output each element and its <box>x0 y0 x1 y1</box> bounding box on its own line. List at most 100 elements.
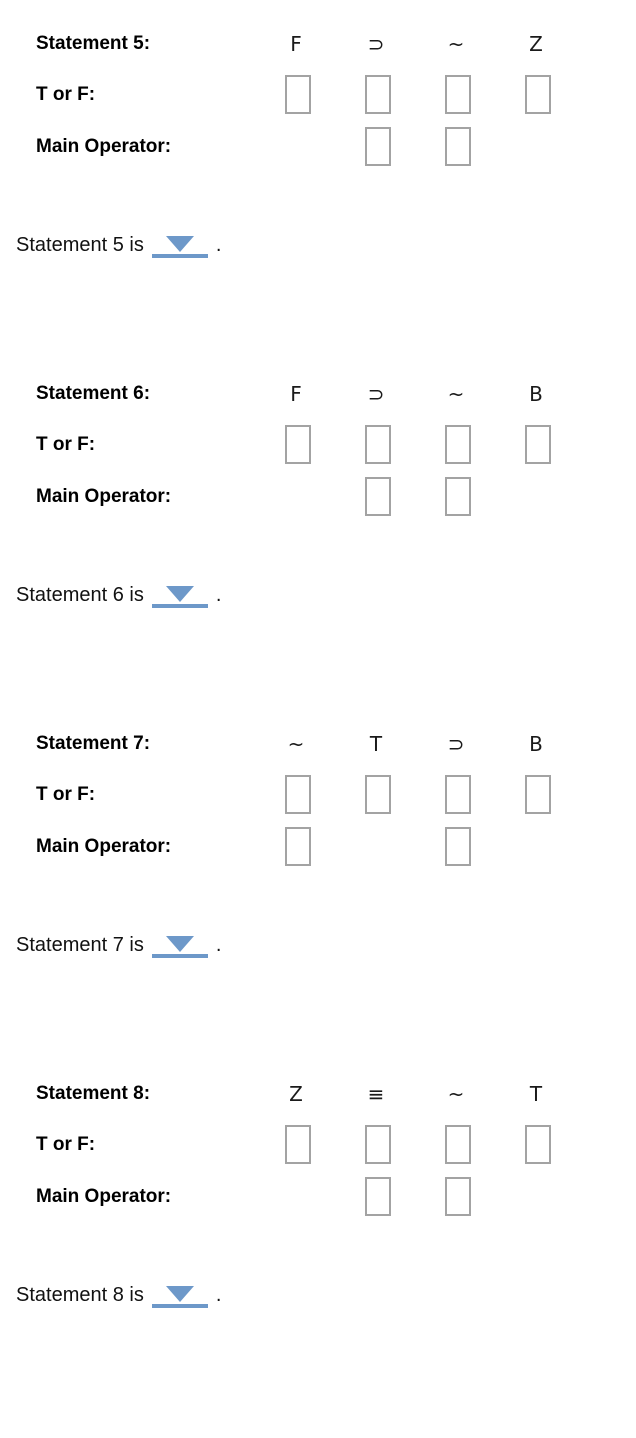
statement-conclusion-prefix: Statement 8 is <box>16 1284 144 1306</box>
main-operator-input[interactable] <box>445 1177 471 1216</box>
formula-symbol: ⊃ <box>436 734 476 756</box>
statement-conclusion-prefix: Statement 6 is <box>16 584 144 606</box>
truth-value-input[interactable] <box>285 1125 311 1164</box>
formula-symbol-text: T <box>369 732 383 756</box>
formula-symbol: T <box>516 1084 556 1106</box>
formula-symbol-text: Z <box>529 32 543 56</box>
truth-value-input[interactable] <box>445 75 471 114</box>
main-operator-input[interactable] <box>365 477 391 516</box>
truth-value-input[interactable] <box>445 1125 471 1164</box>
formula-symbol: Z <box>276 1084 316 1106</box>
chevron-down-icon[interactable] <box>165 936 194 952</box>
formula-symbol-text: Z <box>289 1082 303 1106</box>
chevron-down-icon[interactable] <box>165 236 194 252</box>
select-underline <box>151 604 208 608</box>
main-operator-input[interactable] <box>365 1177 391 1216</box>
statement-conclusion-prefix: Statement 7 is <box>16 934 144 956</box>
formula-symbol-text: F <box>290 32 302 56</box>
formula-symbol-text: ~ <box>447 382 465 406</box>
formula-symbol-text: ⊃ <box>367 32 385 56</box>
statement-title: Statement 8: <box>36 1083 151 1104</box>
truth-value-input[interactable] <box>525 75 551 114</box>
formula-symbol-text: ⊃ <box>367 382 385 406</box>
truth-value-input[interactable] <box>365 75 391 114</box>
statement-grid: Statement 5: T or F: Main Operator: F ⊃ ~ Z <box>0 0 636 200</box>
statement-conclusion-suffix: . <box>215 584 222 606</box>
statement-conclusion-prefix: Statement 5 is <box>16 234 144 256</box>
statement-conclusion: Statement 5 is. <box>16 232 221 258</box>
formula-symbol: ~ <box>436 384 476 406</box>
statement-validity-select[interactable] <box>151 582 208 608</box>
truth-value-input[interactable] <box>365 1125 391 1164</box>
formula-symbol: B <box>516 734 556 756</box>
truth-value-input[interactable] <box>445 425 471 464</box>
formula-symbol: ⊃ <box>356 384 396 406</box>
statement-conclusion-suffix: . <box>215 234 222 256</box>
formula-symbol-text: B <box>529 382 543 406</box>
formula-symbol-text: ≡ <box>367 1082 385 1106</box>
truth-value-input[interactable] <box>365 425 391 464</box>
truth-value-input[interactable] <box>525 775 551 814</box>
formula-symbol-text: ~ <box>447 32 465 56</box>
statement-title: Statement 6: <box>36 383 151 404</box>
truth-value-input[interactable] <box>445 775 471 814</box>
formula-symbol-text: T <box>529 1082 543 1106</box>
main-operator-input[interactable] <box>445 127 471 166</box>
formula-symbol-text: F <box>290 382 302 406</box>
formula-symbol-text: ⊃ <box>447 732 465 756</box>
row-label-t-or-f: T or F: <box>36 84 96 105</box>
main-operator-input[interactable] <box>285 827 311 866</box>
formula-symbol-text: ~ <box>447 1082 465 1106</box>
select-underline <box>151 954 208 958</box>
row-label-main-operator: Main Operator: <box>36 836 172 857</box>
chevron-down-icon[interactable] <box>165 1286 194 1302</box>
formula-symbol: F <box>276 34 316 56</box>
main-operator-input[interactable] <box>365 127 391 166</box>
statement-validity-select[interactable] <box>151 1282 208 1308</box>
select-underline <box>151 254 208 258</box>
select-underline <box>151 1304 208 1308</box>
statement-title: Statement 5: <box>36 33 151 54</box>
chevron-down-icon[interactable] <box>165 586 194 602</box>
formula-symbol: ⊃ <box>356 34 396 56</box>
statement-conclusion: Statement 6 is. <box>16 582 221 608</box>
formula-symbol: ~ <box>436 34 476 56</box>
statement-grid: Statement 8: T or F: Main Operator: Z ≡ ~ T <box>0 1050 636 1250</box>
statement-grid: Statement 7: T or F: Main Operator: ~ T ⊃ B <box>0 700 636 900</box>
formula-symbol: Z <box>516 34 556 56</box>
statement-title: Statement 7: <box>36 733 151 754</box>
statement-validity-select[interactable] <box>151 232 208 258</box>
truth-value-input[interactable] <box>525 1125 551 1164</box>
row-label-main-operator: Main Operator: <box>36 1186 172 1207</box>
truth-value-input[interactable] <box>285 425 311 464</box>
main-operator-input[interactable] <box>445 827 471 866</box>
statement-grid: Statement 6: T or F: Main Operator: F ⊃ ~ B <box>0 350 636 550</box>
row-label-t-or-f: T or F: <box>36 434 96 455</box>
formula-symbol: T <box>356 734 396 756</box>
row-label-t-or-f: T or F: <box>36 784 96 805</box>
statement-conclusion-suffix: . <box>215 934 222 956</box>
statement-validity-select[interactable] <box>151 932 208 958</box>
truth-value-input[interactable] <box>285 75 311 114</box>
row-label-main-operator: Main Operator: <box>36 486 172 507</box>
truth-value-input[interactable] <box>365 775 391 814</box>
formula-symbol: B <box>516 384 556 406</box>
main-operator-input[interactable] <box>445 477 471 516</box>
truth-value-input[interactable] <box>285 775 311 814</box>
statement-conclusion: Statement 7 is. <box>16 932 221 958</box>
row-label-t-or-f: T or F: <box>36 1134 96 1155</box>
truth-value-input[interactable] <box>525 425 551 464</box>
formula-symbol: ~ <box>276 734 316 756</box>
formula-symbol: ≡ <box>356 1084 396 1106</box>
formula-symbol: ~ <box>436 1084 476 1106</box>
formula-symbol-text: ~ <box>287 732 305 756</box>
formula-symbol-text: B <box>529 732 543 756</box>
row-label-main-operator: Main Operator: <box>36 136 172 157</box>
statement-conclusion: Statement 8 is. <box>16 1282 221 1308</box>
formula-symbol: F <box>276 384 316 406</box>
